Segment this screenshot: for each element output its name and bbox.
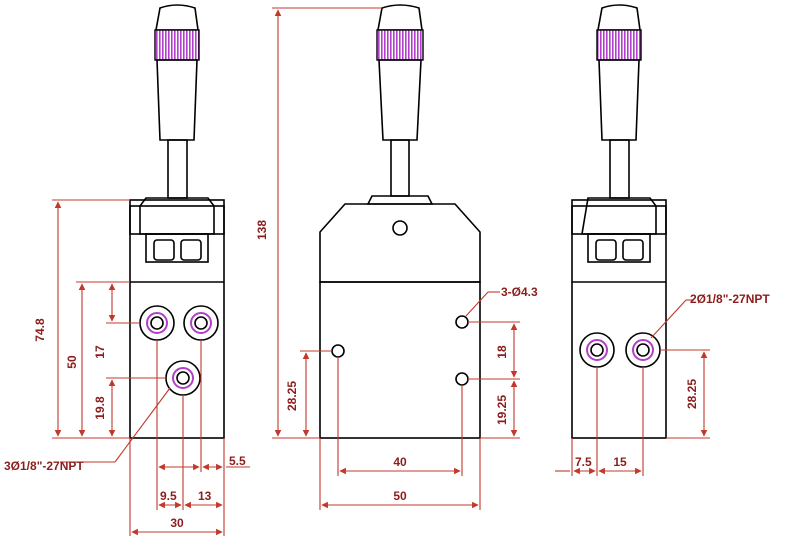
front-pivot-collar xyxy=(366,195,434,205)
port-upper-left xyxy=(139,305,175,341)
right-handle-grip-band xyxy=(596,29,642,61)
port-callout-left: 3Ø1/8"-27NPT xyxy=(4,459,84,473)
right-dimension-lines xyxy=(555,299,710,476)
front-handle-knob-top xyxy=(377,4,423,31)
port-upper-right xyxy=(183,305,219,341)
plunger-guide xyxy=(145,233,209,263)
hole-callout: 3-Ø4.3 xyxy=(501,285,538,299)
dim-right-port-spacing: 15 xyxy=(613,455,627,469)
dim-right-port-height: 28.25 xyxy=(685,379,699,409)
right-plunger-right xyxy=(622,239,644,261)
right-plunger-left xyxy=(595,239,617,261)
dim-hole-spacing-horizontal: 40 xyxy=(393,455,407,469)
port-lower xyxy=(165,360,201,396)
front-cap xyxy=(319,203,481,283)
right-port-right xyxy=(625,332,661,368)
dim-front-overall-height: 138 xyxy=(255,220,269,240)
dim-lower-port-height: 19.8 xyxy=(93,396,107,420)
valve-body-outline xyxy=(129,199,225,439)
right-side-view: 28.25 7.5 15 2Ø1/8"-27NPT xyxy=(555,4,770,476)
right-handle-knob-top xyxy=(597,4,641,31)
port-callout-right: 2Ø1/8"-27NPT xyxy=(690,292,770,306)
right-port-left xyxy=(579,332,615,368)
pivot-block xyxy=(139,197,215,235)
dim-port-spacing-a: 9.5 xyxy=(160,489,177,503)
dim-overall-height: 74.8 xyxy=(33,318,47,342)
plunger-left xyxy=(153,239,175,261)
front-cap-hole xyxy=(392,220,408,236)
dim-left-hole-height: 28.25 xyxy=(285,381,299,411)
dim-body-width: 30 xyxy=(170,516,184,530)
dim-upper-port-offset: 17 xyxy=(93,345,107,359)
dim-body-height: 50 xyxy=(65,355,79,369)
front-body xyxy=(319,281,481,439)
dim-right-hole-height: 19.25 xyxy=(495,395,509,425)
front-dimension-lines xyxy=(272,7,520,510)
mount-hole-right-lower xyxy=(455,372,469,386)
dim-hole-spacing-vertical: 18 xyxy=(495,345,509,359)
dim-front-body-width: 50 xyxy=(393,489,407,503)
plunger-right xyxy=(180,239,202,261)
dim-right-port-offset: 7.5 xyxy=(575,455,592,469)
dim-port-right-spacing: 5.5 xyxy=(229,454,246,468)
left-side-view: 74.8 50 17 19.8 5.5 9.5 13 30 3Ø1/8"-27N… xyxy=(4,4,250,536)
front-view: 138 28.25 18 19.25 40 50 3-Ø4.3 xyxy=(255,4,538,510)
left-dimension-lines xyxy=(52,199,250,536)
lever-shaft xyxy=(167,139,188,199)
front-lever-shaft xyxy=(390,139,410,197)
right-plunger-guide xyxy=(587,233,651,263)
front-handle-shaft-grip xyxy=(378,59,422,141)
handle-grip-band xyxy=(154,29,200,61)
right-handle-shaft-grip xyxy=(598,59,640,141)
right-pivot-block xyxy=(581,197,657,235)
right-lever-shaft xyxy=(609,139,630,199)
handle-knob-top xyxy=(155,4,199,31)
mount-hole-right-upper xyxy=(455,315,469,329)
dim-port-spacing-b: 13 xyxy=(198,489,212,503)
mount-hole-left xyxy=(331,344,345,358)
handle-shaft-grip xyxy=(156,59,198,141)
pivot-housing xyxy=(129,205,225,235)
right-valve-body-outline xyxy=(571,199,667,439)
front-handle-grip-band xyxy=(376,29,424,61)
